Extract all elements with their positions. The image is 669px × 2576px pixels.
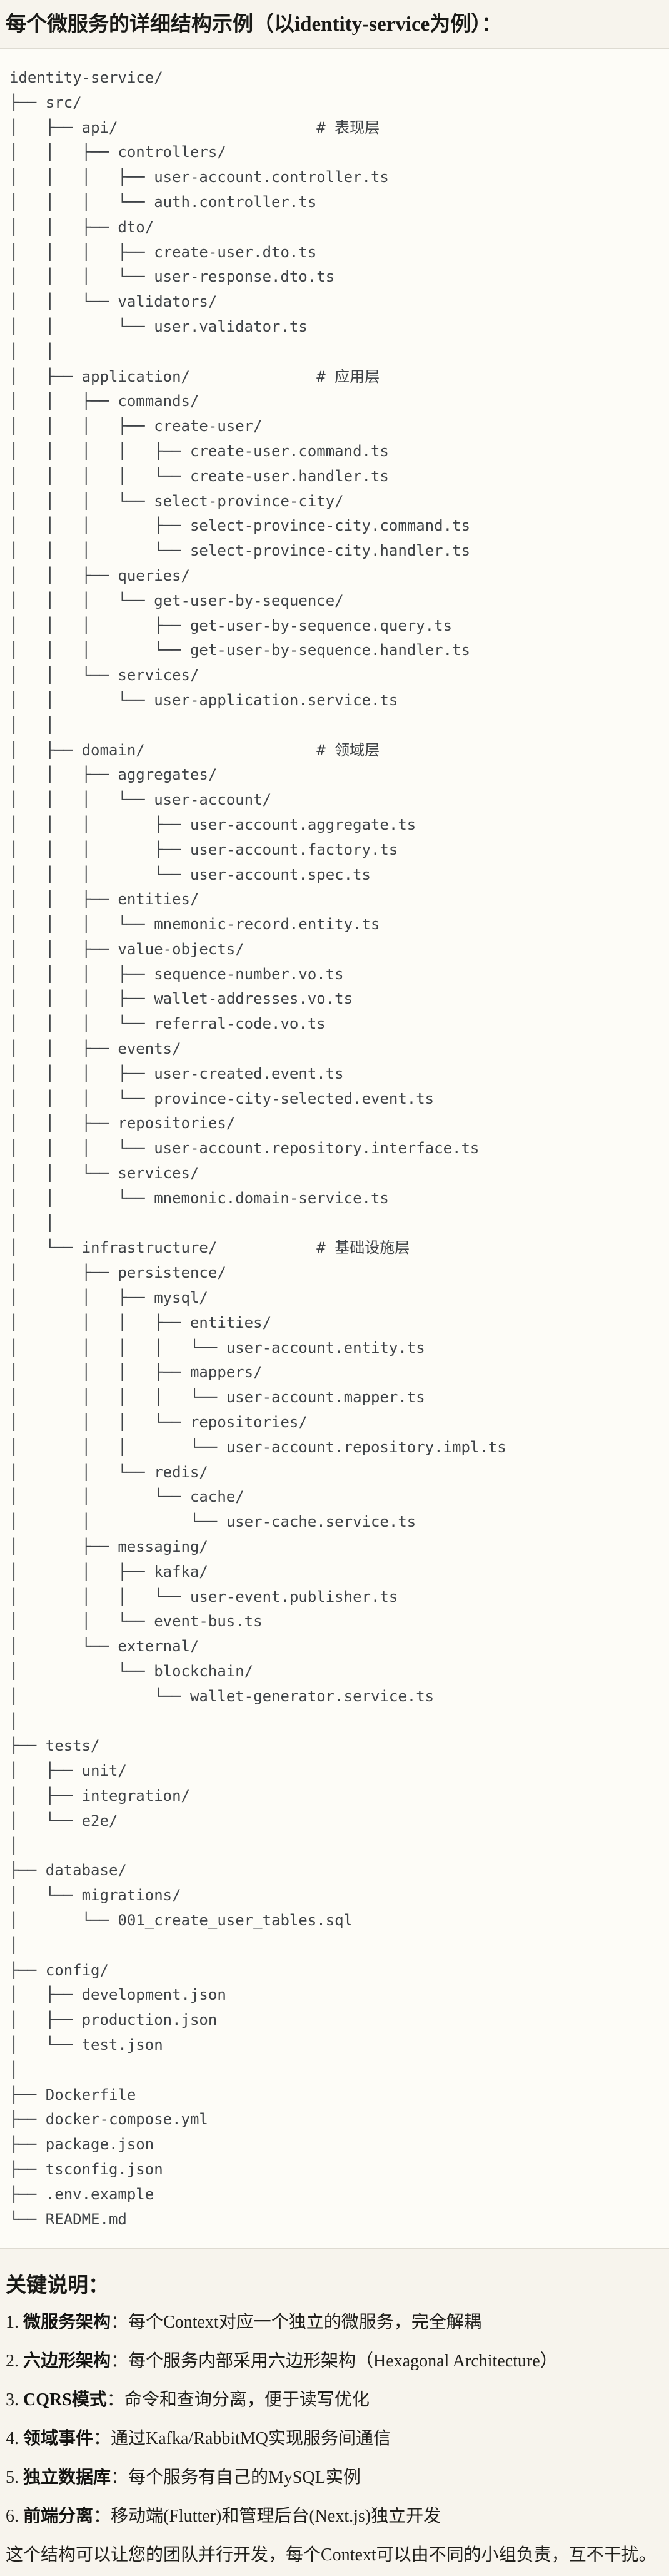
note-item: 3.CQRS模式：命令和查询分离，便于读写优化 [6,2388,669,2413]
note-colon: ： [111,2351,129,2371]
note-item: 1.微服务架构：每个Context对应一个独立的微服务，完全解耦 [6,2310,669,2335]
notes-heading: 关键说明： [6,2274,109,2298]
note-colon: ： [93,2429,111,2449]
note-colon: ： [106,2390,124,2410]
note-colon: ： [111,2313,129,2333]
note-number: 4. [6,2429,19,2449]
notes-list: 1.微服务架构：每个Context对应一个独立的微服务，完全解耦 2.六边形架构… [0,2310,669,2529]
note-item: 5.独立数据库：每个服务有自己的MySQL实例 [6,2465,669,2490]
note-text: 移动端(Flutter)和管理后台(Next.js)独立开发 [111,2507,441,2527]
note-number: 2. [6,2351,19,2371]
footer-note: 这个结构可以让您的团队并行开发，每个Context可以由不同的小组负责，互不干扰… [6,2545,656,2565]
note-number: 3. [6,2390,19,2410]
note-term: 六边形架构 [23,2351,111,2371]
note-number: 1. [6,2313,19,2333]
note-term: 前端分离 [23,2507,94,2527]
note-term: CQRS模式 [23,2390,107,2410]
note-text: 每个服务内部采用六边形架构（Hexagonal Architecture） [128,2351,558,2371]
note-text: 通过Kafka/RabbitMQ实现服务间通信 [111,2429,391,2449]
page-title: 每个微服务的详细结构示例（以identity-service为例）： [6,13,502,36]
note-term: 独立数据库 [23,2468,111,2488]
note-colon: ： [93,2507,111,2527]
note-number: 5. [6,2468,19,2488]
note-item: 6.前端分离：移动端(Flutter)和管理后台(Next.js)独立开发 [6,2504,669,2529]
note-text: 每个Context对应一个独立的微服务，完全解耦 [128,2313,481,2333]
note-text: 命令和查询分离，便于读写优化 [124,2390,370,2410]
note-text: 每个服务有自己的MySQL实例 [128,2468,361,2488]
code-block: identity-service/ ├── src/ │ ├── api/ # … [0,48,669,2249]
note-term: 领域事件 [23,2429,94,2449]
note-item: 4.领域事件：通过Kafka/RabbitMQ实现服务间通信 [6,2426,669,2451]
note-colon: ： [111,2468,129,2488]
note-item: 2.六边形架构：每个服务内部采用六边形架构（Hexagonal Architec… [6,2349,669,2374]
note-term: 微服务架构 [23,2313,111,2333]
note-number: 6. [6,2507,19,2527]
directory-tree: identity-service/ ├── src/ │ ├── api/ # … [9,69,506,2228]
